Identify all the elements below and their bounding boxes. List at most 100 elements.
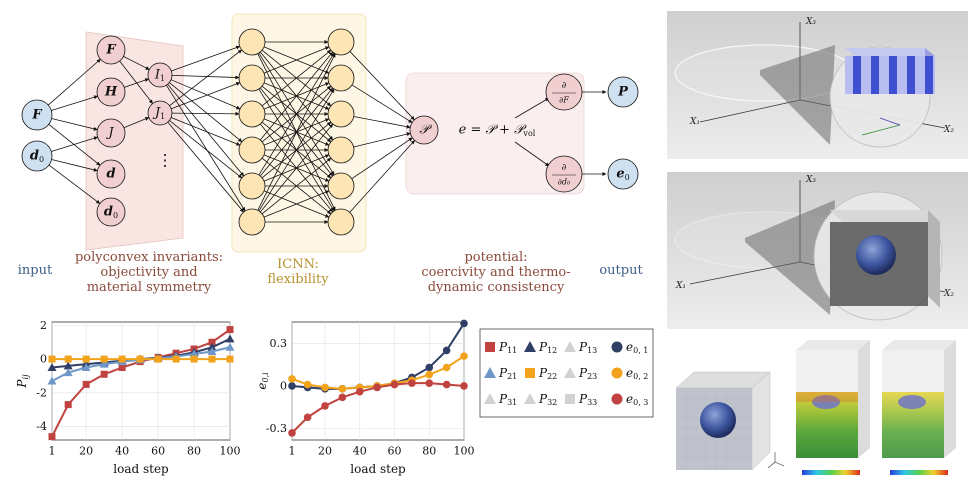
stress-chart-ytick-2: 2 — [40, 319, 47, 332]
input-node-2: d0 — [21, 140, 53, 172]
legend-marker-P13 — [564, 341, 576, 352]
edge-energy-derivative-d — [514, 141, 550, 167]
stress-chart-point-P22 — [82, 355, 90, 363]
stress-chart-point-P11 — [100, 370, 108, 378]
caption-icnn-line-2: flexibility — [267, 271, 329, 287]
laminate-cube — [845, 48, 935, 94]
reduced-node-2: J1 — [147, 100, 173, 126]
edge-hidden-hidden — [258, 88, 335, 212]
stress-chart-xlabel: load step — [113, 462, 169, 476]
edge-reduced-hidden — [170, 79, 241, 110]
legend-marker-P22 — [525, 368, 535, 378]
caption-invariants-line-1: polyconvex invariants: — [74, 250, 224, 265]
polarization-chart-ytick-0.3: 0.3 — [270, 337, 288, 350]
stress-chart-plot-area — [51, 321, 231, 441]
stress-chart-xtick-80: 80 — [187, 445, 201, 458]
edge-hidden-potential — [349, 51, 415, 121]
render-panel-1: X₃ X₁ X₂ — [667, 11, 968, 159]
derivative-denominator-2: ∂d₀ — [558, 178, 571, 187]
legend-marker-P32 — [524, 393, 536, 404]
stress-chart-point-P12 — [207, 342, 217, 351]
edge-input-invariant — [51, 118, 98, 131]
polarization-chart-point-e0,1 — [460, 319, 468, 328]
render1-axis-x2: X₂ — [943, 125, 954, 135]
polarization-chart-point-e0,3 — [442, 380, 451, 389]
polarization-chart-point-e0,3 — [425, 379, 434, 387]
stress-chart-point-P11 — [208, 338, 216, 346]
polarization-chart-point-e0,3 — [355, 387, 364, 396]
edge-input-invariant — [51, 159, 98, 172]
stress-chart-point-P11 — [226, 326, 234, 334]
edge-reduced-hidden — [170, 117, 241, 146]
stress-chart-point-P11 — [82, 380, 90, 388]
output-node-2: e0 — [607, 158, 639, 190]
edge-reduced-hidden — [171, 82, 241, 110]
edge-hidden-potential — [349, 140, 415, 213]
edge-hidden-potential — [353, 132, 411, 148]
edge-hidden-hidden — [259, 51, 334, 141]
edge-reduced-hidden — [166, 84, 246, 212]
edge-input-invariant — [48, 58, 101, 106]
stress-chart-ytick--4: -4 — [36, 420, 47, 433]
edge-input-invariant — [51, 95, 99, 111]
polarization-chart-point-e0,1 — [442, 346, 451, 355]
caption-output: output — [599, 263, 643, 278]
render2-axis-x2: X₂ — [943, 289, 954, 299]
polarization-chart-point-e0,3 — [338, 393, 347, 402]
icnn-node-layer2-6 — [327, 208, 355, 236]
reduced-ellipsis: ⋮ — [157, 151, 173, 170]
polarization-chart-ylabel: e0,i — [255, 372, 270, 390]
polarization-chart-point-e0,1 — [425, 363, 434, 372]
polarization-chart-point-e0,3 — [460, 382, 468, 390]
stress-chart-point-P11 — [118, 364, 126, 372]
legend-marker-P33 — [565, 394, 575, 404]
stress-chart-xtick-100: 100 — [220, 445, 241, 458]
legend-marker-P11 — [485, 342, 495, 352]
stress-chart-point-P11 — [48, 433, 56, 441]
legend-marker-P31 — [484, 393, 496, 404]
stress-chart-point-P22 — [100, 355, 108, 363]
edge-energy-derivative-f — [514, 97, 550, 119]
stress-chart-xtick-60: 60 — [151, 445, 165, 458]
polarization-chart-point-e0,3 — [373, 383, 381, 392]
derivative-denominator-1: ∂F — [559, 96, 569, 105]
legend-marker-P21 — [484, 367, 496, 378]
polarization-chart-xtick-60: 60 — [388, 445, 402, 458]
stress-chart-point-P21 — [63, 368, 73, 377]
stress-chart-point-P22 — [64, 355, 72, 363]
edge-hidden-hidden — [258, 52, 335, 176]
edge-reduced-hidden — [171, 45, 241, 72]
edge-hidden-hidden — [263, 46, 330, 74]
edge-hidden-hidden — [257, 53, 336, 211]
polarization-chart-ytick--0.3: -0.3 — [266, 422, 287, 435]
stress-chart-ylabel: Pij — [15, 374, 30, 389]
meshed-sphere — [700, 402, 736, 438]
caption-potential-line-2: coercivity and thermo- — [421, 264, 571, 280]
invariant-node-4-label: d — [106, 167, 115, 182]
polarization-chart-point-e0,2 — [303, 380, 312, 389]
polarization-chart-xtick-1: 1 — [289, 445, 296, 458]
edge-reduced-hidden — [171, 111, 240, 116]
icnn-node-layer2-2 — [327, 64, 355, 92]
caption-icnn: ICNN: flexibility — [248, 257, 348, 288]
edge-reduced-hidden — [169, 49, 243, 106]
edge-invariant-reduced — [123, 56, 150, 70]
invariant-node-3-label: J — [105, 126, 114, 141]
derivative-numerator-1: ∂ — [562, 81, 567, 91]
caption-potential: potential: coercivity and thermo- dynami… — [398, 250, 594, 296]
colorbar-2 — [890, 470, 948, 475]
render-panel-2: X₃ X₁ X₂ — [667, 172, 968, 329]
polarization-chart-xtick-20: 20 — [318, 445, 332, 458]
stress-chart-point-P21 — [189, 349, 199, 358]
polarization-chart-point-e0,2 — [288, 375, 296, 383]
polarization-chart-xtick-100: 100 — [454, 445, 475, 458]
stress-chart-point-P22 — [136, 355, 144, 363]
polarization-chart-point-e0,3 — [303, 413, 312, 422]
stress-chart-xtick-40: 40 — [115, 445, 129, 458]
icnn-node-layer1-6 — [238, 208, 266, 236]
polarization-chart-point-e0,2 — [338, 385, 347, 393]
